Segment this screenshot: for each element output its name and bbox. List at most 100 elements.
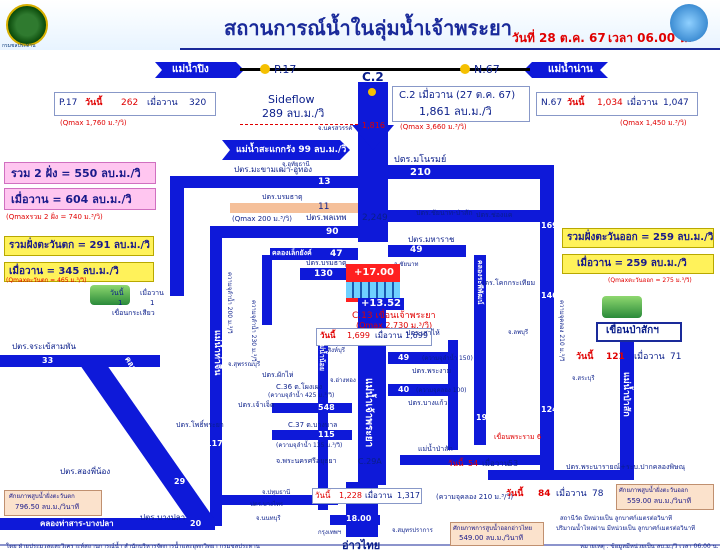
east-box: รวมฝั่งตะวันออก = 259 ลบ.ม./วิ xyxy=(562,228,714,248)
pasak-cap2: (ความจุคลอง 100) xyxy=(416,387,467,394)
legend-line1: สถานีวัด มีหน่วยเป็น ลูกบาศก์เมตรต่อวินา… xyxy=(560,515,673,522)
chaophraya-vertical: แม่น้ำเจ้าพระยา xyxy=(363,378,374,448)
pasak-today-label: วันนี้ xyxy=(576,352,594,362)
rama6-label: เขื่อนพระราม 6 xyxy=(494,433,542,441)
manorom-channel xyxy=(388,165,554,179)
maharaj-channel xyxy=(388,245,466,257)
pump-west-value: 796.50 ลบ.ม./วินาที xyxy=(15,503,80,511)
east-qmax: (Qmaxตะวันออก = 275 ม.³/วิ) xyxy=(608,277,692,284)
p17-qmax: (Qmax 1,760 ม.³/วิ) xyxy=(60,119,127,127)
c13-qmax: (Qmax 2,730 ม.³/วิ) xyxy=(356,321,433,330)
pasak-yest: 71 xyxy=(670,352,682,362)
chainat-pasak-label: ปตร.ชัยนาท-ป่าสัก xyxy=(416,209,473,217)
pholthep-label: ปตร.พลเทพ xyxy=(306,213,347,222)
n67-box-code: N.67 xyxy=(541,98,563,108)
noi-v xyxy=(318,330,328,510)
chongkae-channel xyxy=(388,210,540,222)
n67-today-label: วันนี้ xyxy=(567,98,585,108)
c13-lower: +13.52 xyxy=(358,298,405,310)
east-yest-box: เมื่อวาน = 259 ลบ.ม./วิ xyxy=(562,254,714,274)
bang-pla-label: ปตร.บางปลา xyxy=(140,513,186,522)
pasak-right xyxy=(474,255,486,445)
noi-cap: ความจุลำน้ำ 200 ม.³/วิ xyxy=(226,272,233,334)
rama6-today: 54 xyxy=(468,459,479,468)
c13-yest-label: เมื่อวาน xyxy=(375,331,403,340)
n67-qmax: (Qmax 1,450 ม.³/วิ) xyxy=(620,119,687,127)
n67-yest-label: เมื่อวาน xyxy=(627,98,658,108)
chainat-pasak-flow: 169 xyxy=(541,221,558,230)
maharaj-label: ปตร.มหาราช xyxy=(408,235,455,244)
west-v3 xyxy=(262,255,272,325)
bannai-flow: 47 xyxy=(330,249,343,259)
raphiphat-v xyxy=(620,330,634,480)
nakhon-sawan: จ.นครสวรรค์ xyxy=(318,125,353,132)
n67-box: N.67 วันนี้ 1,034 เมื่อวาน 1,047 xyxy=(536,92,698,116)
n67-yest: 1,047 xyxy=(663,98,689,108)
c13-label: C.13 เขื่อนเจ้าพระยา xyxy=(352,311,436,321)
logo-caption: กรมชลประทาน xyxy=(2,43,36,49)
makham-channel xyxy=(170,176,358,188)
east-yest: เมื่อวาน = 259 ลบ.ม./วิ xyxy=(577,258,687,269)
samut-prakan-label: จ.สมุทรปราการ xyxy=(392,527,433,534)
west-qmax: (Qmaxตะวันตก = 465 ม.³/วิ) xyxy=(6,277,87,284)
ayutthaya-label: จ.พระนครศรีอยุธยา xyxy=(276,457,337,465)
west-total: รวมฝั่งตะวันตก = 291 ลบ.ม./วิ xyxy=(9,240,150,251)
thachin-d-flow: 36 xyxy=(222,513,234,522)
thachin-a-flow: 33 xyxy=(42,356,54,365)
noi-vertical: แม่น้ำน้อย xyxy=(318,340,326,371)
n67-code: N.67 xyxy=(474,63,500,76)
summary-yest: เมื่อวาน = 604 ลบ.ม./วิ xyxy=(11,193,132,206)
summary-total: รวม 2 ฝั่ง = 550 ลบ.ม./วิ xyxy=(11,167,141,180)
c2-dot xyxy=(368,88,376,96)
pump-east-label: ศักยภาพสูบน้ำฝั่งตะวันออก xyxy=(619,487,689,494)
west-v1 xyxy=(170,176,184,296)
p17-today: 262 xyxy=(121,98,139,108)
c13-value-box: วันนี้ 1,699 เมื่อวาน 1,699 xyxy=(316,328,432,346)
main-c2-arrow xyxy=(352,125,394,150)
header-bar: กรมชลประทาน สถานการณ์น้ำในลุ่มน้ำเจ้าพระ… xyxy=(0,0,720,50)
pump-west-label: ศักยภาพสูบน้ำฝั่งตะวันตก xyxy=(9,493,75,500)
lopburi-label: จ.ลพบุรี xyxy=(508,329,529,336)
c29a-today: 1,228 xyxy=(339,491,362,500)
p17-yest-label: เมื่อวาน xyxy=(147,98,178,108)
phra-ram6-today: 84 xyxy=(538,489,551,499)
pasak-vertical: แม่น้ำป่าสัก xyxy=(621,372,631,417)
sideflow-value: 289 ลบ.ม./วิ xyxy=(262,107,325,120)
pholthep-channel xyxy=(210,226,358,238)
legend-line2: ปริมาณน้ำไหลผ่าน มีหน่วยเป็น ลูกบาศก์เมต… xyxy=(556,525,696,532)
summary-yest-box: เมื่อวาน = 604 ลบ.ม./วิ xyxy=(4,188,156,210)
sideflow-dash xyxy=(240,124,358,125)
west-yest: เมื่อวาน = 345 ลบ.ม./วิ xyxy=(9,266,119,277)
bangkok-label: กรุงเทพฯ xyxy=(318,529,342,536)
borom-channel xyxy=(230,203,358,213)
footer-credit: โดย ฝ่ายประมวลและวิเคราะห์สถานการณ์น้ำ ส… xyxy=(6,543,260,550)
p17-box: P.17 วันนี้ 262 เมื่อวาน 320 xyxy=(54,92,216,116)
raphiphat-label: คลองระพีพัฒน์ xyxy=(476,260,484,305)
pasak-yest-label: เมื่อวาน xyxy=(634,352,665,362)
pak-khlong-label: ปตร.ผักไห่ xyxy=(262,371,294,379)
sideflow-label: Sideflow xyxy=(268,93,315,106)
east-d-flow: 40 xyxy=(398,385,410,394)
bang-kaew-gate: ปตร.บางแก้ว xyxy=(408,399,448,407)
phra-ram6-yest-label: เมื่อวาน xyxy=(556,489,587,499)
c13-upper: +17.00 xyxy=(354,267,395,278)
saraburi-label: จ.สระบุรี xyxy=(572,375,595,382)
pump-gulf-label: ศักยภาพการสูบน้ำออกอ่าวไทย xyxy=(453,525,533,532)
phra-ngoen-label: ปตร.พระงาม xyxy=(412,367,452,375)
bang-kaew-flow: 18.00 xyxy=(346,514,372,523)
noi-a-flow: 548 xyxy=(318,403,335,412)
ping-nan-line xyxy=(240,68,530,71)
nan-label: แม่น้ำน่าน xyxy=(548,64,593,75)
n67-today: 1,034 xyxy=(597,98,623,108)
phra-ram6-today-label: วันนี้ xyxy=(506,489,524,499)
c13-yest: 1,699 xyxy=(405,331,428,340)
east-c-flow: 49 xyxy=(398,353,410,362)
west-dam-yest: 1 xyxy=(150,299,155,307)
p17-box-code: P.17 xyxy=(59,98,78,108)
noi-cap2: ความจุลำน้ำ 230 ม.³/วิ xyxy=(250,300,257,362)
khokkrathiam-label: ปตร.โคกกระเทียม xyxy=(480,279,536,287)
pump-east-value: 559.00 ลบ.ม./วินาที xyxy=(627,497,692,505)
summary-total-box: รวม 2 ฝั่ง = 550 ลบ.ม./วิ xyxy=(4,162,156,184)
header-date: วันที่ 28 ต.ค. 67 xyxy=(512,31,606,45)
phra-ram6-yest: 78 xyxy=(592,489,604,499)
